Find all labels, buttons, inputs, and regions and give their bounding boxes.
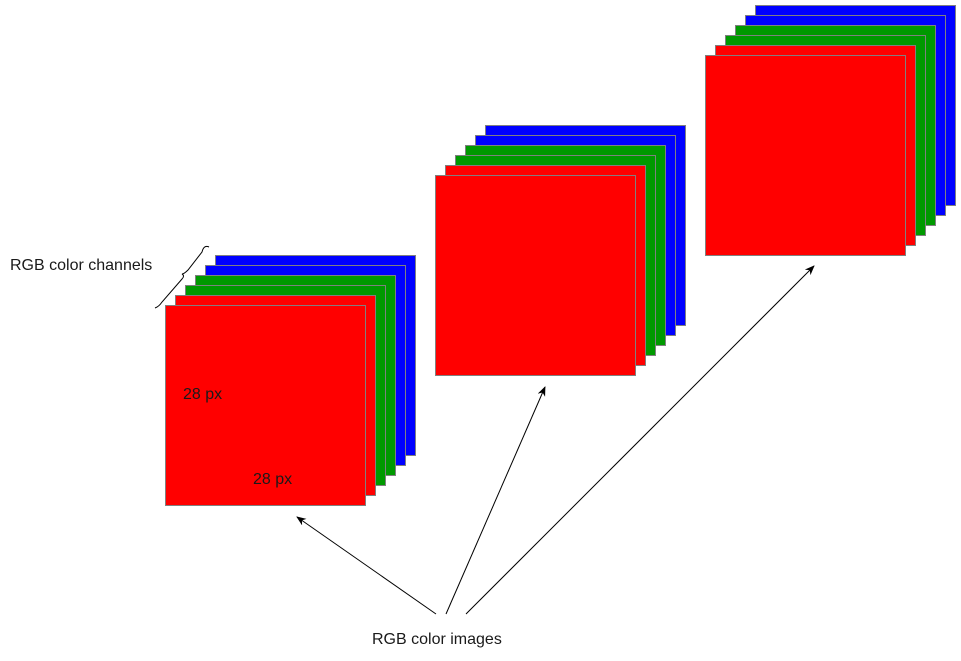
image-3-channel-red — [705, 55, 906, 256]
arrow-to-image-1 — [296, 516, 437, 615]
height-dimension-label: 28 px — [183, 386, 223, 403]
width-dimension-label: 28 px — [253, 471, 293, 488]
image-1-channel-red — [165, 305, 366, 506]
image-2-channel-red — [435, 175, 636, 376]
arrow-to-image-3 — [465, 265, 815, 615]
channels-label: RGB color channels — [10, 257, 153, 274]
channels-brace-icon — [154, 245, 210, 309]
arrow-to-image-2 — [445, 386, 546, 615]
images-label: RGB color images — [372, 631, 502, 648]
